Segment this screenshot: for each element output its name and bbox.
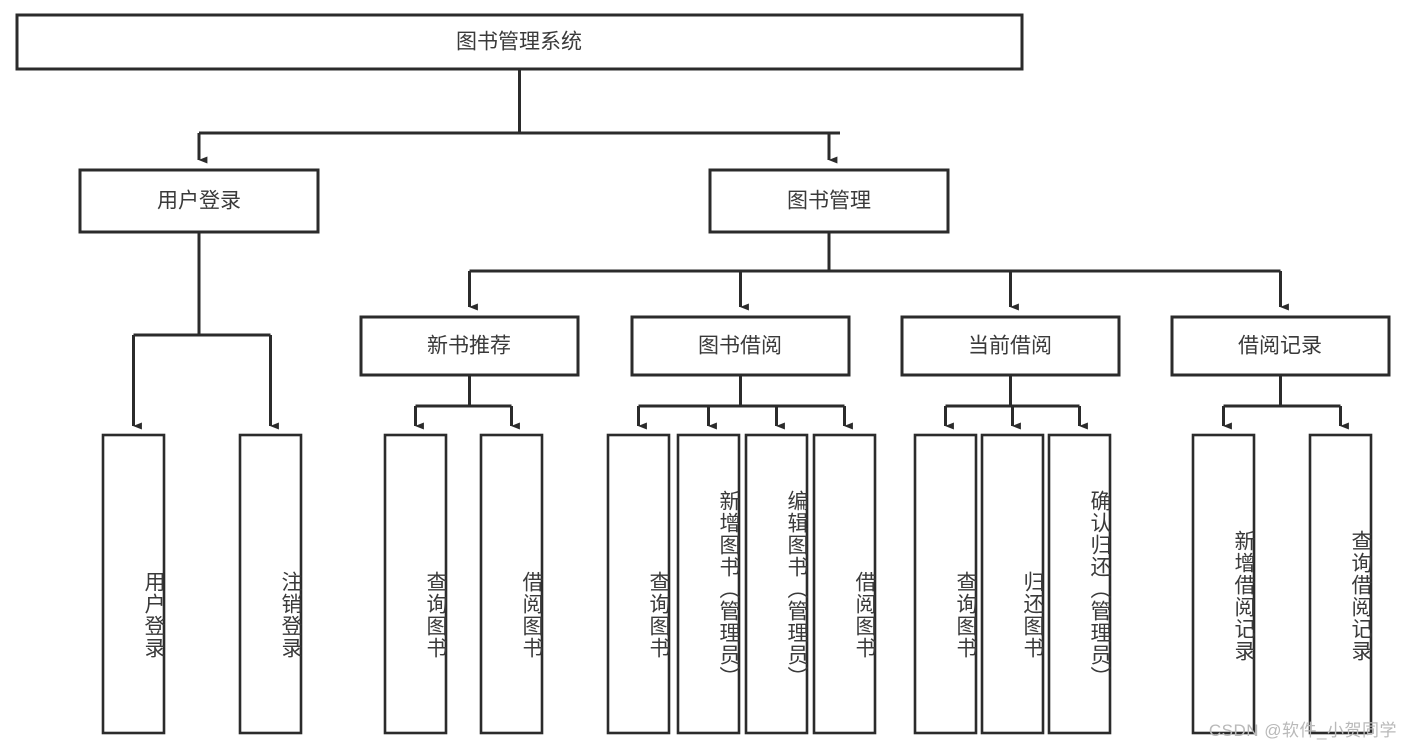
node-user-login-box[interactable]	[78, 168, 320, 234]
leaf-box-borrow-book[interactable]	[812, 433, 877, 735]
leaf-box-borrow-book-recommend[interactable]	[479, 433, 544, 735]
node-new-book-recommend-box[interactable]	[359, 315, 580, 377]
node-root-system-box[interactable]	[15, 13, 1024, 71]
leaf-box-edit-book-admin[interactable]	[744, 433, 809, 735]
node-root-system[interactable]: 图书管理系统	[15, 13, 1024, 71]
leaf-box-query-book-current[interactable]	[913, 433, 978, 735]
node-book-management[interactable]: 图书管理	[708, 168, 950, 234]
node-borrow-record[interactable]: 借阅记录	[1170, 315, 1391, 377]
edge-group-bookmanage-to-level3	[468, 232, 1289, 311]
csdn-watermark: CSDN @软件_小贺同学	[1208, 721, 1397, 740]
leaf-box-return-book[interactable]	[980, 433, 1045, 735]
node-book-management-box[interactable]	[708, 168, 950, 234]
leaf-box-confirm-return-admin[interactable]	[1047, 433, 1112, 735]
edge-group-borrow-to-leaves	[637, 375, 853, 430]
leaf-box-group	[101, 433, 1373, 735]
edge-group-current-to-leaves	[944, 375, 1088, 430]
node-book-management-label: 图书管理	[787, 190, 871, 213]
node-book-borrow-box[interactable]	[630, 315, 851, 377]
node-new-book-recommend-label: 新书推荐	[427, 335, 511, 358]
node-current-borrow-box[interactable]	[900, 315, 1121, 377]
leaf-box-query-book-recommend[interactable]	[383, 433, 448, 735]
node-user-login[interactable]: 用户登录	[78, 168, 320, 234]
edge-group-root-to-level2	[197, 69, 840, 164]
node-book-borrow[interactable]: 图书借阅	[630, 315, 851, 377]
leaf-box-user-login[interactable]	[101, 433, 166, 735]
node-borrow-record-box[interactable]	[1170, 315, 1391, 377]
node-book-borrow-label: 图书借阅	[698, 335, 782, 358]
node-new-book-recommend[interactable]: 新书推荐	[359, 315, 580, 377]
edge-group-newbook-to-leaves	[414, 375, 520, 430]
node-current-borrow[interactable]: 当前借阅	[900, 315, 1121, 377]
leaf-box-query-book-borrow[interactable]	[606, 433, 671, 735]
leaf-box-logout[interactable]	[238, 433, 303, 735]
node-current-borrow-label: 当前借阅	[968, 335, 1052, 358]
edge-group-record-to-leaves	[1222, 375, 1349, 430]
node-root-system-label: 图书管理系统	[456, 31, 582, 54]
leaf-box-query-borrow-record[interactable]	[1308, 433, 1373, 735]
leaf-box-add-borrow-record[interactable]	[1191, 433, 1256, 735]
node-user-login-label: 用户登录	[157, 190, 241, 213]
edge-group-userlogin-to-leaves	[132, 232, 279, 430]
node-borrow-record-label: 借阅记录	[1238, 335, 1322, 358]
leaf-box-add-book-admin[interactable]	[676, 433, 741, 735]
